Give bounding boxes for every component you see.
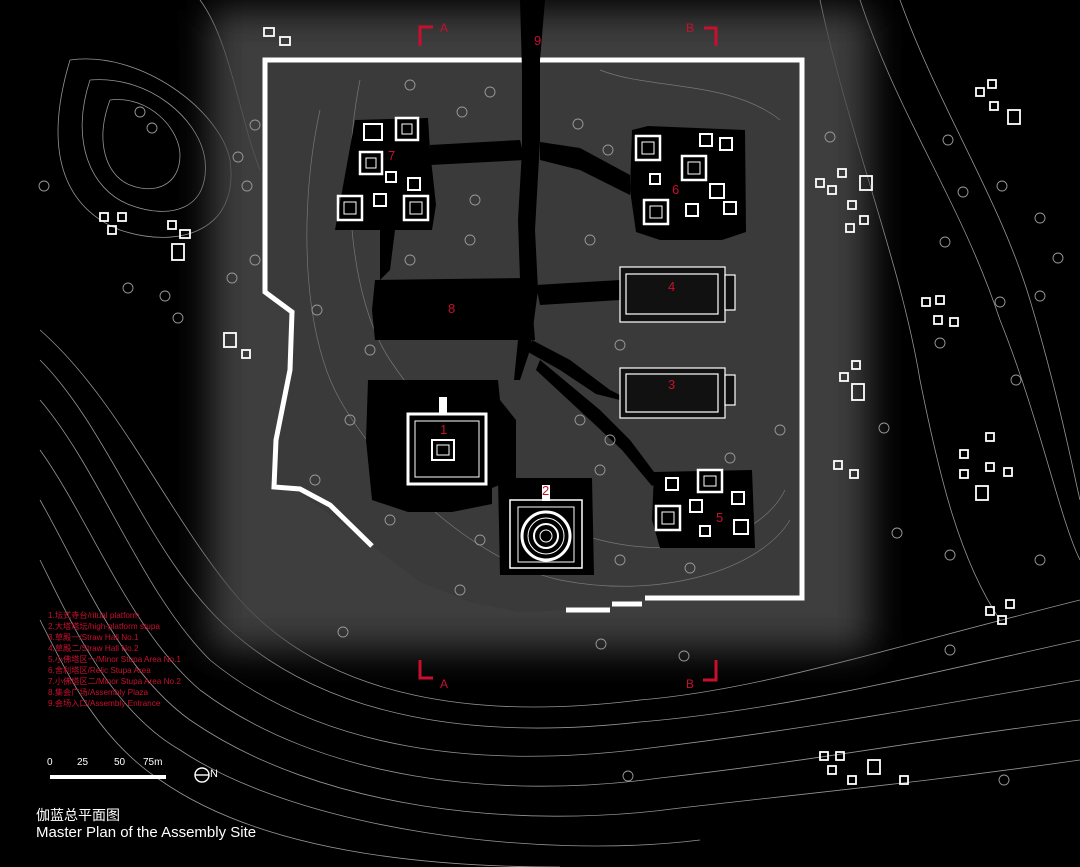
- area-number-7: 7: [388, 148, 395, 163]
- paths: [366, 0, 660, 575]
- scale-bar: [50, 775, 166, 779]
- legend-item-8: 8.集会广场/Assembly Plaza: [48, 688, 149, 697]
- scale-labels: 0 25 50 75m: [44, 757, 184, 771]
- section-marks: [418, 25, 718, 682]
- area-number-9: 9: [534, 33, 541, 48]
- legend: 1.坛式寺台/ritual platform 2.大塔塔坛/high-platf…: [48, 610, 288, 709]
- trees: [38, 79, 1064, 786]
- ritual-platform: [406, 397, 488, 486]
- area-number-6: 6: [672, 182, 679, 197]
- section-mark-b-top: B: [686, 21, 694, 35]
- area-number-2: 2: [542, 483, 549, 498]
- north-arrow-icon: [194, 767, 210, 783]
- scale-label-50: 50: [114, 757, 126, 768]
- area-number-4: 4: [668, 279, 675, 294]
- boundary-wall: [262, 57, 805, 601]
- north-label: N: [210, 768, 218, 780]
- area-number-3: 3: [668, 377, 675, 392]
- section-mark-a-bottom: A: [440, 677, 448, 691]
- legend-item-1: 1.坛式寺台/ritual platform: [48, 611, 140, 620]
- section-mark-a-top: A: [440, 21, 448, 35]
- title-chinese: 伽蓝总平面图: [36, 808, 120, 824]
- halls: [619, 266, 736, 419]
- legend-item-9: 9.会场入口/Assembly Entrance: [48, 699, 161, 708]
- south-wall-segments: [566, 601, 642, 613]
- legend-item-6: 6.舍利塔区/Relic Stupa Area: [48, 666, 151, 675]
- title-english: Master Plan of the Assembly Site: [36, 824, 257, 841]
- scale-label-25: 25: [77, 757, 89, 768]
- legend-item-7: 7.小佛塔区二/Minor Stupa Area No.2: [48, 677, 181, 686]
- area-number-8: 8: [448, 301, 455, 316]
- area-number-5: 5: [716, 510, 723, 525]
- area-number-1: 1: [440, 422, 447, 437]
- legend-item-2: 2.大塔塔坛/high-platform stupa: [48, 622, 160, 631]
- scale-label-75: 75m: [143, 757, 163, 768]
- section-mark-b-bottom: B: [686, 677, 694, 691]
- legend-item-5: 5.小佛塔区一/Minor Stupa Area No.1: [48, 655, 181, 664]
- legend-item-3: 3.草殿一/Straw Hall No.1: [48, 633, 139, 642]
- high-platform-stupa: [509, 485, 583, 569]
- surrounding-buildings: [99, 27, 1021, 785]
- scale-label-0: 0: [47, 757, 53, 768]
- legend-item-4: 4.草殿二/Straw Hall No.2: [48, 644, 139, 653]
- stupas: [336, 116, 749, 537]
